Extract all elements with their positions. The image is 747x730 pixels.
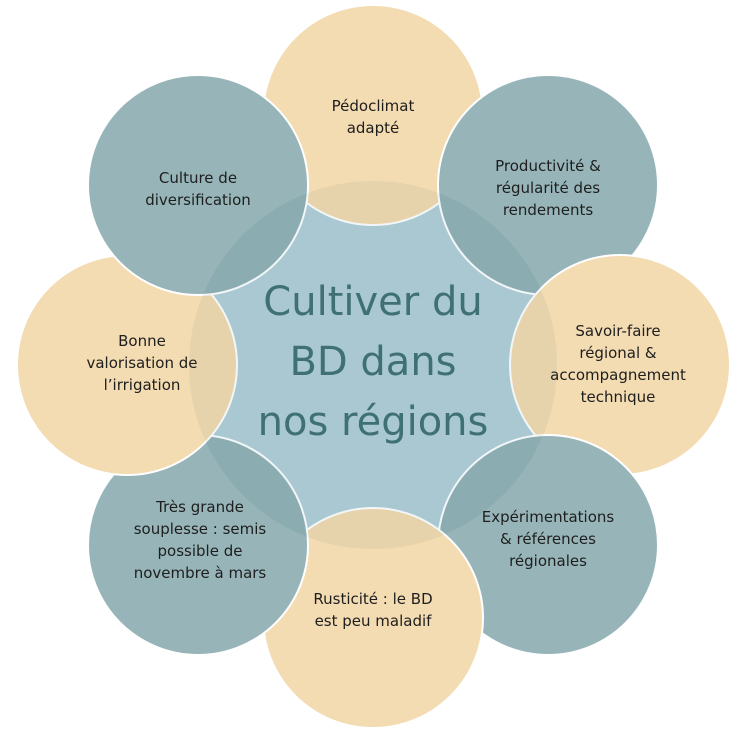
node-label-savoir-faire: Savoir-faire régional & accompagnement t… xyxy=(550,322,686,406)
node-label-souplesse: Très grande souplesse : semis possible d… xyxy=(133,498,267,582)
node-label-productivite: Productivité & régularité des rendements xyxy=(495,157,601,219)
center-title: Cultiver du BD dans nos régions xyxy=(257,279,489,445)
node-circle-diversification xyxy=(87,74,309,296)
node-label-diversification: Culture de diversification xyxy=(145,169,251,209)
node-label-pedoclimat: Pédoclimat adapté xyxy=(331,97,415,137)
node-label-irrigation: Bonne valorisation de l’irrigation xyxy=(86,332,198,394)
node-label-rusticite: Rusticité : le BD est peu maladif xyxy=(313,590,433,630)
node-label-experimentations: Expérimentations & références régionales xyxy=(481,508,615,570)
